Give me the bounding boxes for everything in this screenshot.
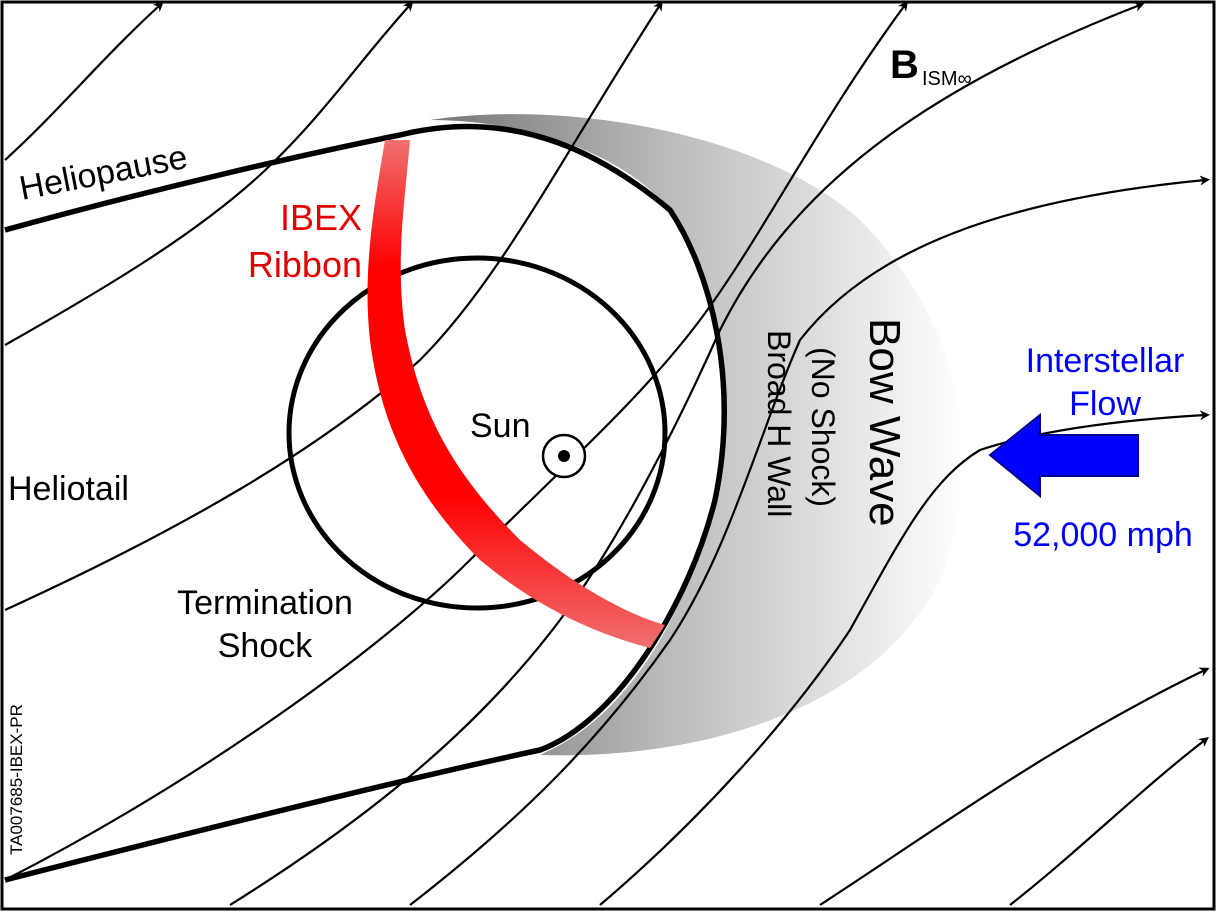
ibex-ribbon [367,140,665,648]
interstellar-flow-label-line1: Interstellar [1026,342,1185,380]
broad-h-wall-label: Broad H Wall [761,330,797,517]
ibex-ribbon-label-line2: Ribbon [248,244,362,285]
interstellar-flow-label-line2: Flow [1069,385,1141,423]
b-field-subscript: ISM∞ [922,68,972,90]
bow-wave-label: Bow Wave [860,318,909,527]
no-shock-label: (No Shock) [805,347,841,507]
field-line [1009,736,1209,906]
termination-shock-label-line2: Shock [218,627,313,665]
heliopause-boundary [4,123,727,883]
sun-symbol [541,433,587,479]
flow-speed-label: 52,000 mph [1013,516,1193,554]
field-line [409,175,1210,906]
ibex-ribbon-label-line1: IBEX [280,197,362,238]
field-line [819,667,1210,906]
termination-shock [286,255,668,611]
field-line [4,1,414,346]
field-line [599,410,1210,906]
b-field-label: B [890,43,919,87]
termination-shock-label-line1: Termination [177,584,353,622]
sun-label: Sun [470,407,531,445]
hydrogen-wall-region [430,114,964,756]
field-line [4,1,164,161]
figure-id-label: TA007685-IBEX-PR [7,704,26,855]
heliotail-label: Heliotail [8,470,129,508]
interstellar-flow-arrow [988,412,1139,499]
